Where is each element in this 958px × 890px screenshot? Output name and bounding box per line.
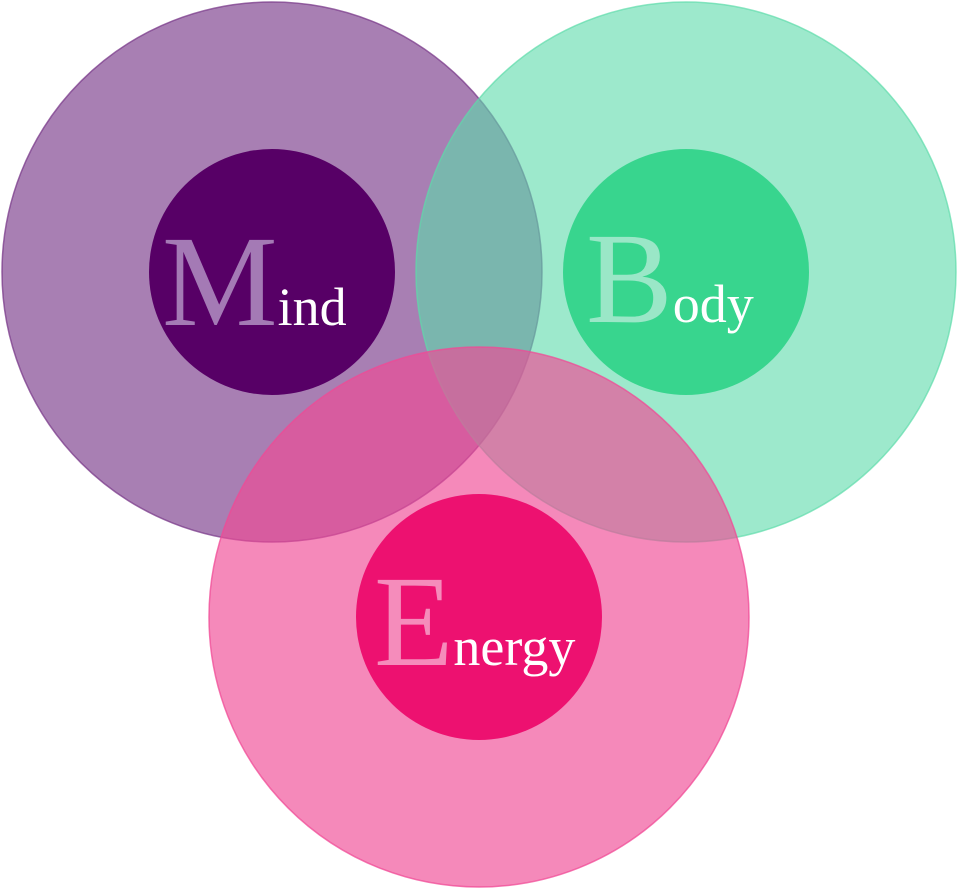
body-inner-circle [563,149,809,395]
mind-inner-circle [149,149,395,395]
body-initial: B [586,207,673,351]
energy-rest: nergy [453,617,575,677]
body-rest: ody [673,274,754,334]
mind-label: Mind [162,210,347,354]
energy-label: Energy [374,550,575,694]
body-label: Body [586,207,754,351]
mind-rest: ind [278,277,347,337]
energy-initial: E [374,550,453,694]
mind-initial: M [162,210,278,354]
energy-inner-circle [356,494,602,740]
